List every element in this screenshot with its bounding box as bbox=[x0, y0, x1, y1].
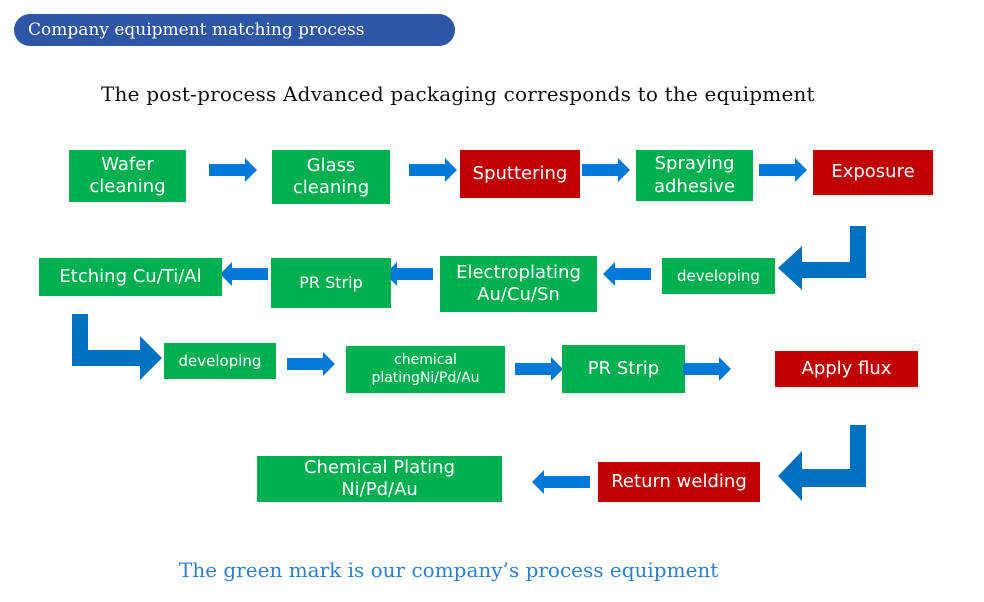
step-label: Apply flux bbox=[801, 357, 892, 379]
step-label-line2: adhesive bbox=[653, 175, 736, 197]
step-etching: Etching Cu/Ti/Al bbox=[39, 258, 222, 296]
arrow-left-icon bbox=[385, 262, 435, 286]
step-label: PR Strip bbox=[587, 357, 660, 379]
step-label: developing bbox=[677, 266, 760, 285]
step-label-line1: Spraying bbox=[654, 153, 735, 174]
step-label-line1: chemical bbox=[394, 352, 457, 368]
legend-note: The green mark is our company’s process … bbox=[179, 558, 719, 582]
step-label: Return welding bbox=[611, 470, 747, 492]
step-label-line1: Chemical Plating bbox=[303, 456, 455, 478]
step-label: Exposure bbox=[831, 161, 915, 183]
arrow-left-icon bbox=[532, 470, 592, 494]
arrow-left-icon bbox=[220, 262, 270, 286]
diagram-subtitle: The post-process Advanced packaging corr… bbox=[101, 82, 815, 106]
step-label-line2: Au/Cu/Sn bbox=[477, 284, 560, 305]
step-label: Etching Cu/Ti/Al bbox=[59, 265, 202, 287]
step-label-line2: Ni/Pd/Au bbox=[341, 479, 418, 500]
step-label: PR Strip bbox=[299, 273, 363, 292]
step-pr-strip-2: PR Strip bbox=[562, 345, 685, 393]
arrow-right-icon bbox=[683, 357, 733, 381]
step-label: developing bbox=[178, 351, 262, 370]
page-title: Company equipment matching process bbox=[14, 14, 455, 46]
arrow-right-icon bbox=[287, 352, 337, 376]
arrow-right-icon bbox=[759, 158, 809, 182]
step-sputtering: Sputtering bbox=[460, 150, 580, 198]
step-return-welding: Return welding bbox=[598, 462, 760, 502]
step-label-line2: platingNi/Pd/Au bbox=[371, 369, 480, 386]
step-label-line1: Glass bbox=[306, 154, 356, 176]
step-pr-strip: PR Strip bbox=[271, 258, 391, 308]
bent-arrow-down-left-icon bbox=[778, 425, 868, 503]
arrow-right-icon bbox=[209, 158, 259, 182]
step-label-line1: Wafer bbox=[101, 153, 154, 175]
step-label-line2: cleaning bbox=[89, 176, 166, 197]
arrow-left-icon bbox=[603, 262, 653, 286]
bent-arrow-down-right-icon bbox=[72, 314, 164, 380]
step-label-line2: cleaning bbox=[292, 177, 370, 198]
step-developing-2: developing bbox=[164, 343, 276, 379]
step-apply-flux: Apply flux bbox=[775, 351, 918, 387]
arrow-right-icon bbox=[409, 158, 459, 182]
arrow-right-icon bbox=[582, 158, 632, 182]
step-developing: developing bbox=[662, 258, 775, 294]
bent-arrow-down-left-icon bbox=[778, 226, 868, 290]
arrow-right-icon bbox=[515, 357, 565, 381]
step-exposure: Exposure bbox=[813, 150, 933, 195]
step-label: Sputtering bbox=[472, 162, 568, 184]
step-label-line1: Electroplating bbox=[456, 261, 581, 283]
